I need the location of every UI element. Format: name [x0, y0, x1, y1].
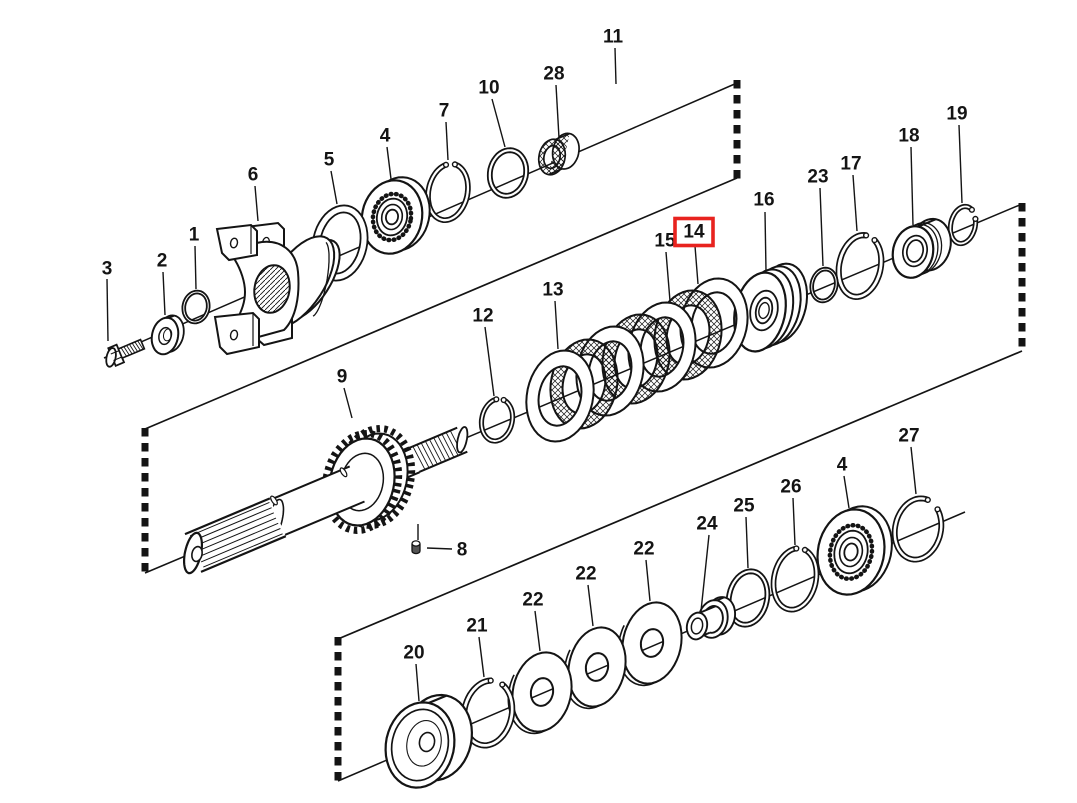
callout-number: 19 [946, 104, 967, 125]
callout-5[interactable]: 5 [324, 150, 338, 205]
callout-25[interactable]: 25 [733, 496, 755, 569]
callout-number: 28 [543, 64, 564, 85]
callout-12[interactable]: 12 [472, 306, 495, 397]
callout-4[interactable]: 4 [380, 126, 392, 180]
part-hex-bolt [105, 338, 146, 368]
part-seal-ring [725, 568, 771, 628]
callout-number: 22 [633, 539, 654, 560]
callout-number: 16 [753, 190, 774, 211]
callout-19[interactable]: 19 [946, 104, 968, 204]
callout-16[interactable]: 16 [753, 190, 775, 272]
part-washer [617, 601, 683, 687]
callout-3[interactable]: 3 [102, 259, 113, 342]
callout-27[interactable]: 27 [898, 426, 920, 495]
part-ball-bearing [360, 176, 431, 255]
part-end-cover-cup [384, 693, 474, 789]
callout-number: 10 [478, 78, 499, 99]
callout-number: 20 [403, 643, 424, 664]
part-washer [563, 626, 627, 710]
part-input-shaft-with-gear [183, 424, 469, 575]
callout-number: 15 [654, 231, 676, 252]
callout-number: 23 [807, 167, 828, 188]
part-ball-bearing [816, 505, 893, 596]
callout-number: 12 [472, 306, 493, 327]
callout-24[interactable]: 24 [696, 514, 718, 612]
callout-number: 18 [898, 126, 919, 147]
part-washer [507, 651, 573, 735]
part-snap-ring [770, 545, 820, 613]
part-retaining-ring [425, 161, 471, 224]
panel-edge-line [144, 177, 738, 430]
callout-20[interactable]: 20 [403, 643, 425, 702]
callout-4[interactable]: 4 [837, 455, 850, 509]
part-snap-ring [947, 203, 979, 247]
callout-number: 21 [466, 616, 488, 637]
callout-22[interactable]: 22 [575, 564, 597, 627]
highlight-box [673, 216, 715, 248]
part-clutch-drum [733, 262, 809, 353]
callout-number: 8 [457, 540, 468, 561]
callout-number: 6 [248, 165, 259, 186]
part-spacer-roller [891, 217, 952, 279]
callout-number: 5 [324, 150, 335, 171]
panel-edge-line [337, 350, 1023, 640]
callout-number: 3 [102, 259, 113, 280]
callout-number: 13 [542, 280, 563, 301]
part-thrust-washer [525, 349, 595, 443]
callout-number: 22 [575, 564, 596, 585]
part-snap-ring [835, 232, 885, 300]
callout-22[interactable]: 22 [633, 539, 655, 602]
callout-number: 25 [733, 496, 755, 517]
callout-26[interactable]: 26 [780, 477, 802, 546]
callout-10[interactable]: 10 [478, 78, 506, 148]
callout-number: 4 [380, 126, 391, 147]
callout-number: 1 [189, 225, 200, 246]
part-flat-washer [150, 314, 185, 356]
callout-23[interactable]: 23 [807, 167, 829, 267]
callout-15[interactable]: 15 [654, 231, 676, 302]
callout-21[interactable]: 21 [466, 616, 488, 678]
part-lock-pin [411, 540, 421, 555]
part-retaining-ring [478, 396, 516, 444]
callout-number: 22 [522, 590, 543, 611]
part-bushing [685, 596, 737, 641]
callout-14[interactable]: 14 [673, 216, 715, 285]
callout-11[interactable]: 11 [603, 27, 624, 85]
callout-6[interactable]: 6 [248, 165, 259, 222]
part-backup-ring [486, 147, 530, 199]
callout-9[interactable]: 9 [337, 367, 353, 419]
part-needle-bearing [537, 132, 580, 176]
callout-28[interactable]: 28 [543, 64, 565, 139]
callout-8[interactable]: 8 [417, 524, 468, 561]
callout-number: 14 [683, 222, 705, 243]
callout-number: 17 [840, 154, 861, 175]
callout-number: 9 [337, 367, 348, 388]
callout-number: 24 [696, 514, 718, 535]
part-o-ring [809, 266, 839, 304]
part-drive-yoke-flange [213, 221, 341, 356]
callout-2[interactable]: 2 [157, 251, 168, 316]
callout-13[interactable]: 13 [542, 280, 564, 350]
callout-22[interactable]: 22 [522, 590, 544, 652]
callout-17[interactable]: 17 [840, 154, 862, 232]
callout-number: 11 [603, 27, 624, 48]
part-snap-ring [460, 677, 516, 749]
callout-1[interactable]: 1 [189, 225, 200, 290]
callout-number: 27 [898, 426, 919, 447]
callout-number: 26 [780, 477, 801, 498]
part-o-ring [181, 289, 211, 325]
callout-18[interactable]: 18 [898, 126, 920, 226]
callout-number: 7 [439, 101, 450, 122]
callout-number: 2 [157, 251, 168, 272]
part-snap-ring [891, 495, 945, 563]
callout-7[interactable]: 7 [439, 101, 450, 161]
callout-number: 4 [837, 455, 848, 476]
